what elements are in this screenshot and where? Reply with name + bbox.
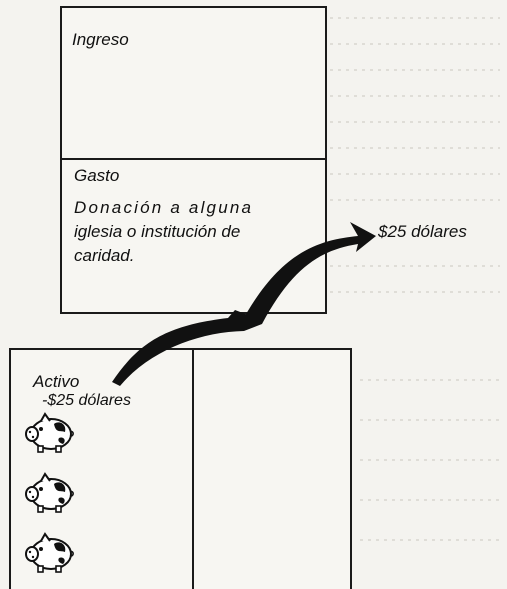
gasto-title: Gasto bbox=[74, 166, 120, 185]
piggy-bank-icon bbox=[25, 532, 74, 573]
activo-credit-column bbox=[192, 348, 352, 589]
piggy-bank-icon bbox=[25, 412, 74, 453]
ingreso-title: Ingreso bbox=[72, 30, 129, 49]
piggy-bank-icon bbox=[25, 472, 74, 513]
gasto-description-line: Donación a alguna bbox=[74, 198, 254, 217]
gasto-amount: $25 dólares bbox=[378, 222, 467, 241]
ingreso-box: Ingreso bbox=[60, 6, 327, 160]
gasto-description: Donación a alguna iglesia o institución … bbox=[74, 196, 314, 268]
gasto-description-line: iglesia o institución de bbox=[74, 222, 241, 241]
gasto-description-line: caridad. bbox=[74, 246, 135, 265]
activo-amount: -$25 dólares bbox=[42, 392, 131, 409]
activo-title: Activo bbox=[33, 372, 80, 391]
